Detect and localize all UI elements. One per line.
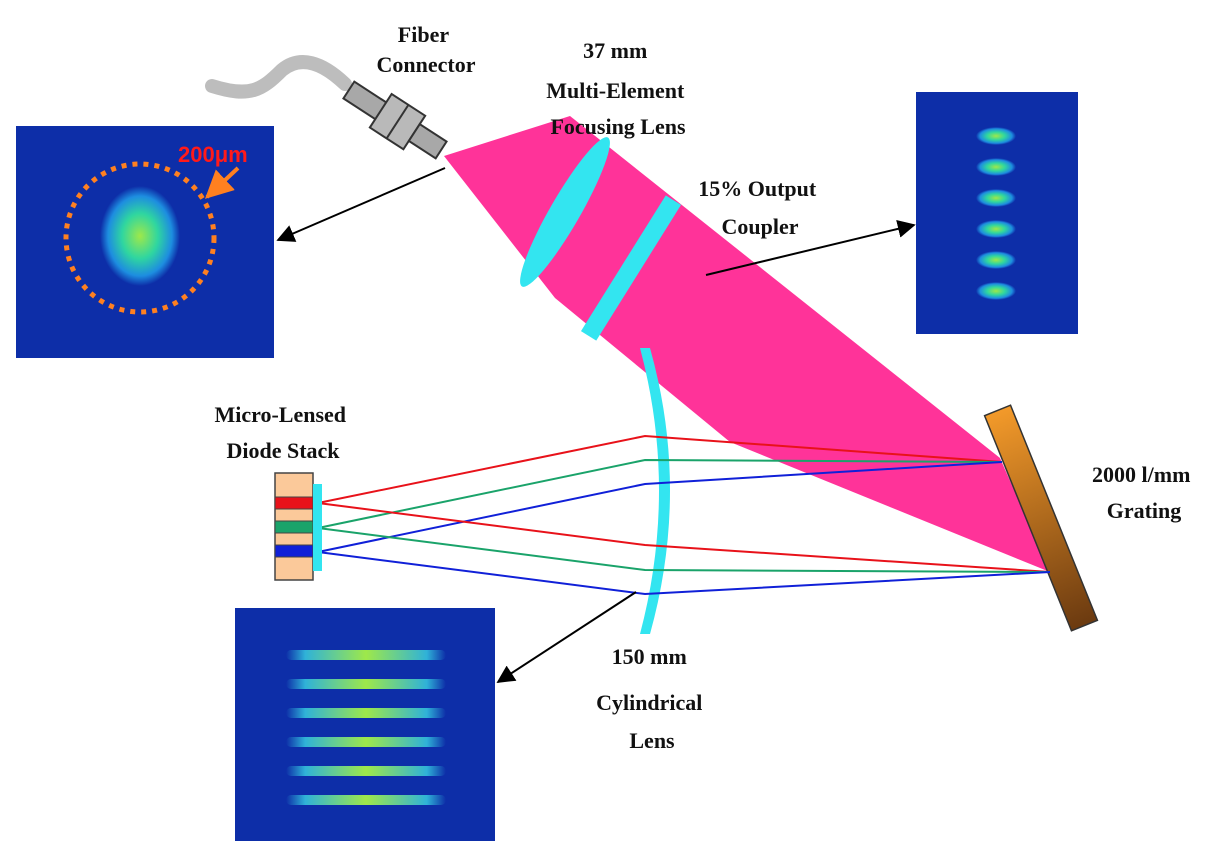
label-output-coupler: 15% Output Coupler — [698, 176, 821, 239]
label-grating: 2000 l/mm Grating — [1092, 462, 1196, 523]
fiber-spot-panel — [16, 126, 274, 358]
ray-blue — [317, 461, 1003, 553]
diode-stack — [274, 472, 322, 581]
fiber-size-label: 200μm — [178, 142, 248, 167]
diode-image-stripe — [286, 766, 446, 776]
fiber-size-arrow — [204, 166, 240, 199]
diode-image-stripe — [286, 650, 446, 660]
label-diode-stack: Micro-Lensed Diode Stack — [214, 402, 351, 463]
ray-red-lower — [317, 502, 1051, 573]
fiber-cable — [205, 55, 352, 99]
ray-red — [317, 434, 1003, 504]
laser-beam — [444, 116, 1050, 572]
arrow-to-output-beam — [705, 220, 916, 276]
focusing-lens — [520, 137, 610, 287]
diode-image-panel — [235, 608, 495, 841]
label-cylindrical-lens: 150 mm Cylindrical Lens — [596, 644, 708, 753]
micro-lens-array — [313, 484, 322, 571]
fiber-spot — [100, 186, 180, 286]
output-beam-panel — [916, 92, 1078, 334]
output-spot — [976, 251, 1016, 269]
diode-image-stripe — [286, 795, 446, 805]
diode-image-stripe — [286, 708, 446, 718]
output-spot — [976, 282, 1016, 300]
diode-rays — [317, 434, 1051, 596]
diode-image-stripe — [286, 737, 446, 747]
diode-image-stripe — [286, 679, 446, 689]
arrow-to-diode-image — [496, 591, 637, 683]
fiber-core-circle — [63, 161, 217, 315]
label-fiber-connector: Fiber Connector — [377, 22, 476, 77]
fiber-connector — [342, 80, 448, 160]
grating — [983, 404, 1099, 632]
output-coupler — [580, 195, 682, 341]
arrow-to-fiber-spot — [276, 167, 446, 242]
label-focusing-lens: 37 mm Multi-Element Focusing Lens — [546, 38, 690, 139]
output-spot — [976, 158, 1016, 176]
output-spot — [976, 189, 1016, 207]
ray-blue-lower — [317, 551, 1051, 596]
cylindrical-lens — [640, 348, 670, 634]
ray-green — [317, 458, 1003, 529]
output-spot — [976, 127, 1016, 145]
ray-green-lower — [317, 527, 1051, 573]
output-spot — [976, 220, 1016, 238]
